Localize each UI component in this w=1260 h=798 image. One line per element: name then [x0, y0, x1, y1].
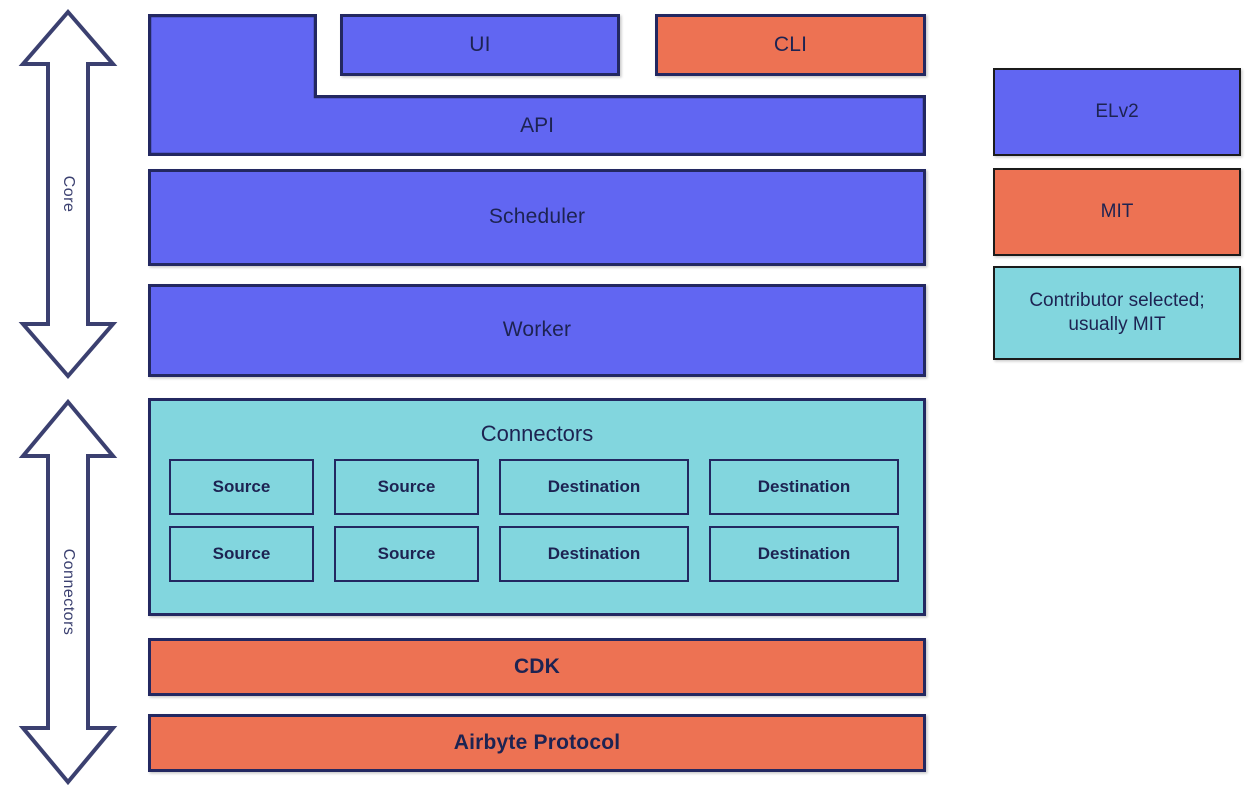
- connectors-arrow-label: Connectors: [60, 548, 77, 636]
- scheduler-label: Scheduler: [488, 205, 586, 229]
- legend-elv2-label: ELv2: [1095, 101, 1139, 123]
- connector-source-4[interactable]: Source: [334, 526, 479, 582]
- connectors-container[interactable]: Connectors Source Source Destination Des…: [148, 398, 926, 616]
- core-arrow-label: Core: [60, 175, 77, 213]
- scheduler-block[interactable]: Scheduler: [148, 169, 926, 266]
- connector-source-3[interactable]: Source: [169, 526, 314, 582]
- connectors-scope-arrow: Connectors: [18, 398, 118, 786]
- connector-destination-3[interactable]: Destination: [499, 526, 689, 582]
- connectors-row: Source Source Destination Destination: [169, 459, 905, 515]
- connector-destination-4[interactable]: Destination: [709, 526, 899, 582]
- connector-destination-1[interactable]: Destination: [499, 459, 689, 515]
- cli-block[interactable]: CLI: [655, 14, 926, 76]
- connector-source-2[interactable]: Source: [334, 459, 479, 515]
- cli-label: CLI: [773, 32, 808, 56]
- legend-contributor-label: Contributor selected; usually MIT: [1029, 290, 1205, 335]
- core-arrow-icon: [18, 8, 118, 380]
- legend-mit-label: MIT: [1100, 201, 1134, 223]
- legend-mit[interactable]: MIT: [993, 168, 1241, 256]
- worker-label: Worker: [502, 318, 572, 342]
- cdk-label: CDK: [513, 654, 561, 678]
- connector-source-1[interactable]: Source: [169, 459, 314, 515]
- ui-label: UI: [469, 32, 491, 56]
- airbyte-protocol-block[interactable]: Airbyte Protocol: [148, 714, 926, 772]
- airbyte-protocol-label: Airbyte Protocol: [453, 730, 621, 754]
- connectors-row: Source Source Destination Destination: [169, 526, 905, 582]
- worker-block[interactable]: Worker: [148, 284, 926, 377]
- legend-contributor[interactable]: Contributor selected; usually MIT: [993, 266, 1241, 360]
- connectors-title: Connectors: [480, 421, 594, 446]
- connector-destination-2[interactable]: Destination: [709, 459, 899, 515]
- connectors-arrow-icon: [18, 398, 118, 786]
- connectors-grid: Source Source Destination Destination So…: [169, 459, 905, 582]
- core-scope-arrow: Core: [18, 8, 118, 380]
- ui-block[interactable]: UI: [340, 14, 620, 76]
- legend-elv2[interactable]: ELv2: [993, 68, 1241, 156]
- cdk-block[interactable]: CDK: [148, 638, 926, 696]
